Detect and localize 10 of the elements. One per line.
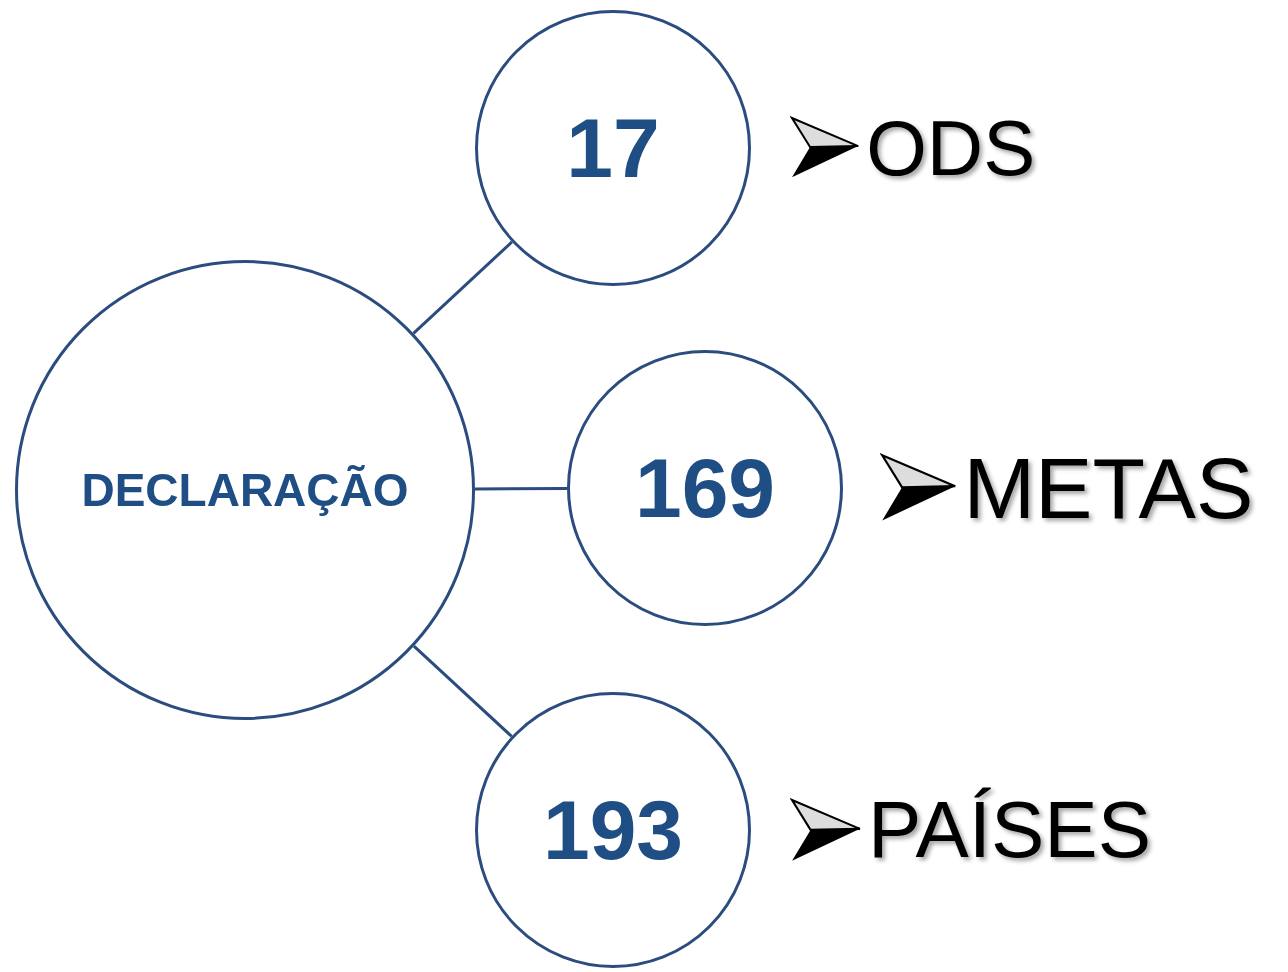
side-label: METAS [963, 438, 1254, 538]
circle-label: 17 [566, 99, 660, 197]
circle-label: 193 [542, 781, 684, 879]
side-label: ODS [866, 102, 1036, 194]
side-label: PAÍSES [868, 784, 1152, 876]
circle-label: 169 [634, 439, 776, 537]
connector-line [412, 644, 513, 738]
connector-line [412, 240, 513, 335]
circle-label: DECLARAÇÃO [81, 463, 409, 517]
connector-line [475, 487, 567, 491]
